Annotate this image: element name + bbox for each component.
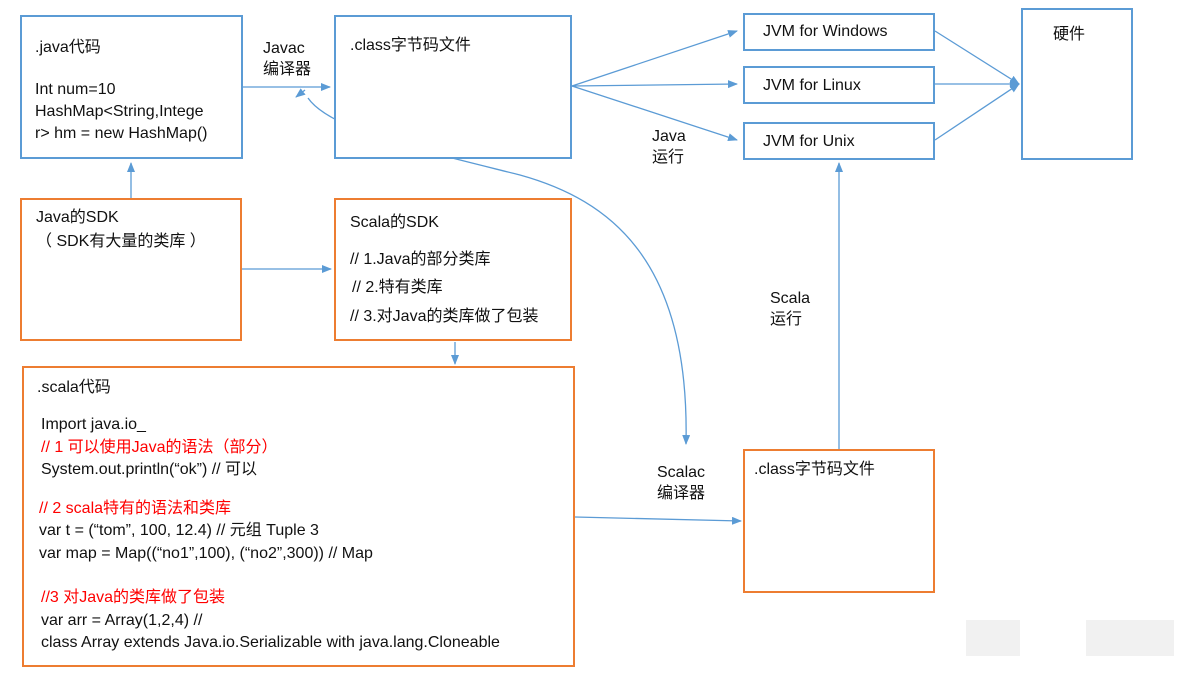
watermark-block-2 [1086,620,1174,656]
jvm-unix-box: JVM for Unix [743,122,935,160]
class-file-top-box: .class字节码文件 [334,15,572,159]
arrow-class-curve-top [295,88,306,98]
jvm-unix-label: JVM for Unix [763,133,855,150]
jvm-windows-box: JVM for Windows [743,13,935,51]
javac-label-2: 编译器 [263,61,312,78]
arrow-windows-to-hardware [934,30,1020,85]
scala-sdk-item-3: // 3.对Java的类库做了包装 [350,308,539,325]
scala-code-line-array: var arr = Array(1,2,4) // [41,612,203,629]
arrow-class-to-jvm-linux [571,80,738,89]
scala-code-line-tuple: var t = (“tom”, 100, 12.4) // 元组 Tuple 3 [39,522,319,539]
scala-code-title: .scala代码 [37,379,111,396]
scala-code-line-import: Import java.io_ [41,416,146,433]
scala-sdk-item-1: // 1.Java的部分类库 [350,251,491,268]
java-run-label-1: Java [652,128,686,145]
watermark-block-1 [966,620,1020,656]
java-sdk-line-1: Java的SDK [36,209,119,226]
java-code-line-2: HashMap<String,Intege [35,103,204,120]
java-run-label-2: 运行 [652,149,685,166]
arrow-class-to-jvm-windows [571,30,738,87]
class-file-bottom-box: .class字节码文件 [743,449,935,593]
jvm-linux-box: JVM for Linux [743,66,935,104]
scala-code-box: .scala代码 Import java.io_ // 1 可以使用Java的语… [22,366,575,667]
scala-code-line-map: var map = Map((“no1”,100), (“no2”,300)) … [39,545,373,562]
java-code-box: .java代码 Int num=10 HashMap<String,Intege… [20,15,243,159]
scala-sdk-item-2: // 2.特有类库 [352,279,443,296]
scala-run-label-1: Scala [770,290,811,307]
scala-code-line-class: class Array extends Java.io.Serializable… [41,634,500,651]
jvm-linux-label: JVM for Linux [763,77,861,94]
scalac-label-1: Scalac [657,464,706,481]
hardware-box: 硬件 [1021,8,1133,160]
java-sdk-line-2: （ SDK有大量的类库 ） [36,233,206,250]
class-file-bottom-title: .class字节码文件 [754,461,875,478]
scala-code-comment-1: // 1 可以使用Java的语法（部分） [41,439,278,456]
hardware-title: 硬件 [1053,26,1086,43]
java-code-title: .java代码 [35,39,101,56]
scala-code-comment-2: // 2 scala特有的语法和类库 [39,500,232,517]
arrow-unix-to-hardware [934,83,1020,141]
javac-label-1: Javac [263,40,305,57]
scala-code-comment-3: //3 对Java的类库做了包装 [41,589,226,606]
java-code-line-3: r> hm = new HashMap() [35,125,208,142]
java-code-line-1: Int num=10 [35,81,116,98]
scala-sdk-title: Scala的SDK [350,214,439,231]
scala-sdk-box: Scala的SDK // 1.Java的部分类库 // 2.特有类库 // 3.… [334,198,572,341]
scalac-label-2: 编译器 [657,485,706,502]
class-file-top-title: .class字节码文件 [350,37,471,54]
scala-code-line-println: System.out.println(“ok”) // 可以 [41,461,258,478]
java-sdk-box: Java的SDK （ SDK有大量的类库 ） [20,198,242,341]
arrow-class-to-jvm-unix [571,85,738,142]
jvm-windows-label: JVM for Windows [763,23,888,40]
scala-run-label-2: 运行 [770,311,803,328]
arrow-scala-to-class [574,516,742,525]
